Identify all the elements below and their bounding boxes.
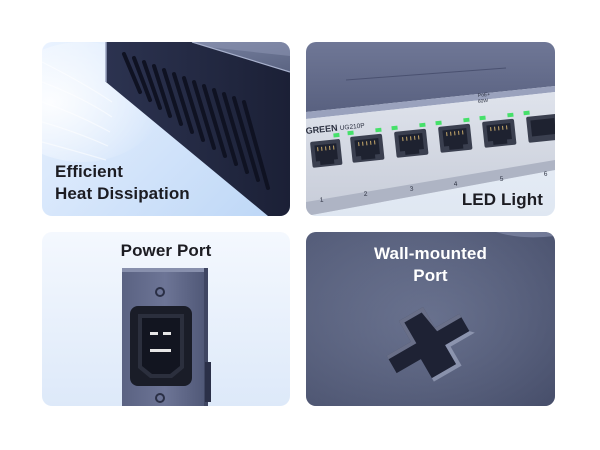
brand-logo-text: GREEN: [306, 123, 338, 136]
heat-dissipation-tile: Efficient Heat Dissipation: [42, 42, 290, 216]
port-number: 4: [453, 181, 458, 188]
heat-caption-line1: Efficient: [55, 162, 123, 181]
wall-mount-caption-line2: Port: [413, 266, 448, 285]
power-port-tile: Power Port: [42, 232, 290, 406]
wall-mount-caption-line1: Wall-mounted: [374, 244, 487, 263]
ethernet-ports: [310, 110, 555, 168]
led-light-caption: LED Light: [461, 190, 543, 209]
port-number: 6: [543, 171, 548, 178]
wall-mount-hole-image: [306, 232, 555, 406]
port-number: 5: [499, 176, 504, 183]
poe-label-line2: 60W: [478, 98, 489, 105]
port-number: 3: [409, 186, 414, 193]
port-number: 1: [319, 197, 324, 204]
power-socket-image: [122, 268, 211, 406]
led-light-tile: GREEN UG210P PoE+ 60W 1 2 3 4 5 6 LED Li…: [306, 42, 555, 216]
wall-mount-tile: Wall-mounted Port: [306, 232, 555, 406]
power-port-caption: Power Port: [120, 241, 212, 260]
model-number: UG210P: [339, 122, 365, 132]
switch-front-image: GREEN UG210P PoE+ 60W 1 2 3 4 5 6: [306, 42, 555, 216]
heat-caption-line2: Heat Dissipation: [55, 184, 190, 203]
vented-case-image: [42, 42, 290, 216]
poe-label-line1: PoE+: [478, 92, 491, 99]
port-number: 2: [363, 191, 368, 198]
